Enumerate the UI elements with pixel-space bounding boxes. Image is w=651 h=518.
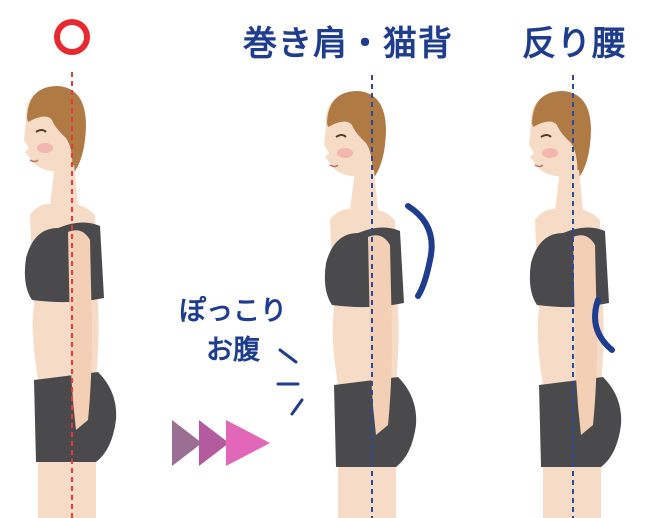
sway-back-figure <box>528 90 623 518</box>
rounded-back-curve <box>405 203 435 299</box>
emphasis-strokes <box>276 348 304 416</box>
pot-belly-line-2: お腹 <box>206 335 260 366</box>
progression-arrow <box>172 420 270 466</box>
sway-back-label: 反り腰 <box>522 24 627 64</box>
good-posture-figure <box>23 85 118 518</box>
rounded-shoulders-label: 巻き肩・猫背 <box>243 24 453 64</box>
pot-belly-line-1: ぽっこり <box>179 296 287 327</box>
pot-belly-label: ぽっこり お腹 <box>163 292 303 370</box>
rounded-shoulders-figure <box>323 90 418 518</box>
sway-back-curve <box>592 297 615 353</box>
good-posture-mark <box>54 19 90 55</box>
